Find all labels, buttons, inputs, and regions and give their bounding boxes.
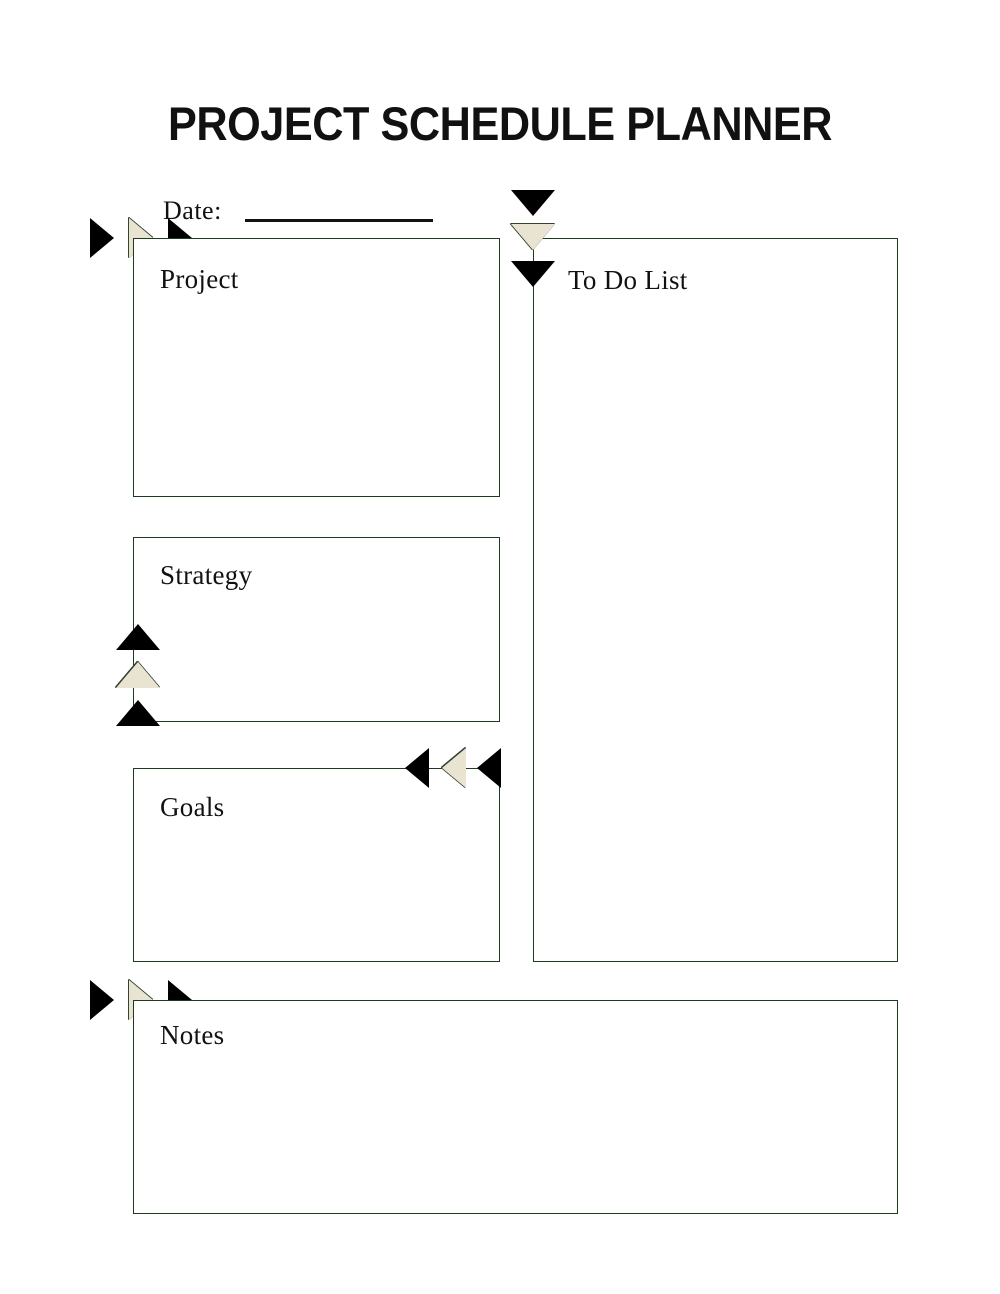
triangle-down-icon <box>511 261 555 287</box>
page-title: PROJECT SCHEDULE PLANNER <box>167 97 833 150</box>
project-label: Project <box>160 264 239 294</box>
triangle-left-icon <box>477 748 501 788</box>
goals-label: Goals <box>160 792 225 822</box>
strategy-box[interactable] <box>133 537 500 722</box>
strategy-label: Strategy <box>160 560 253 590</box>
triangle-right-icon <box>90 980 114 1020</box>
triangle-up-icon <box>116 624 160 650</box>
triangle-down-icon <box>511 190 555 216</box>
goals-box[interactable] <box>133 768 500 962</box>
triangle-right-icon <box>90 218 114 258</box>
date-input-line[interactable] <box>245 219 433 222</box>
triangle-down-outline-icon <box>511 224 555 250</box>
project-box[interactable] <box>133 238 500 497</box>
notes-box[interactable] <box>133 1000 898 1214</box>
triangle-left-icon <box>405 748 429 788</box>
triangle-left-outline-icon <box>442 748 466 788</box>
triangle-up-icon <box>116 700 160 726</box>
notes-label: Notes <box>160 1020 225 1050</box>
todo-list-label: To Do List <box>568 265 688 295</box>
triangle-up-outline-icon <box>116 662 160 688</box>
todo-list-box[interactable] <box>533 238 898 962</box>
